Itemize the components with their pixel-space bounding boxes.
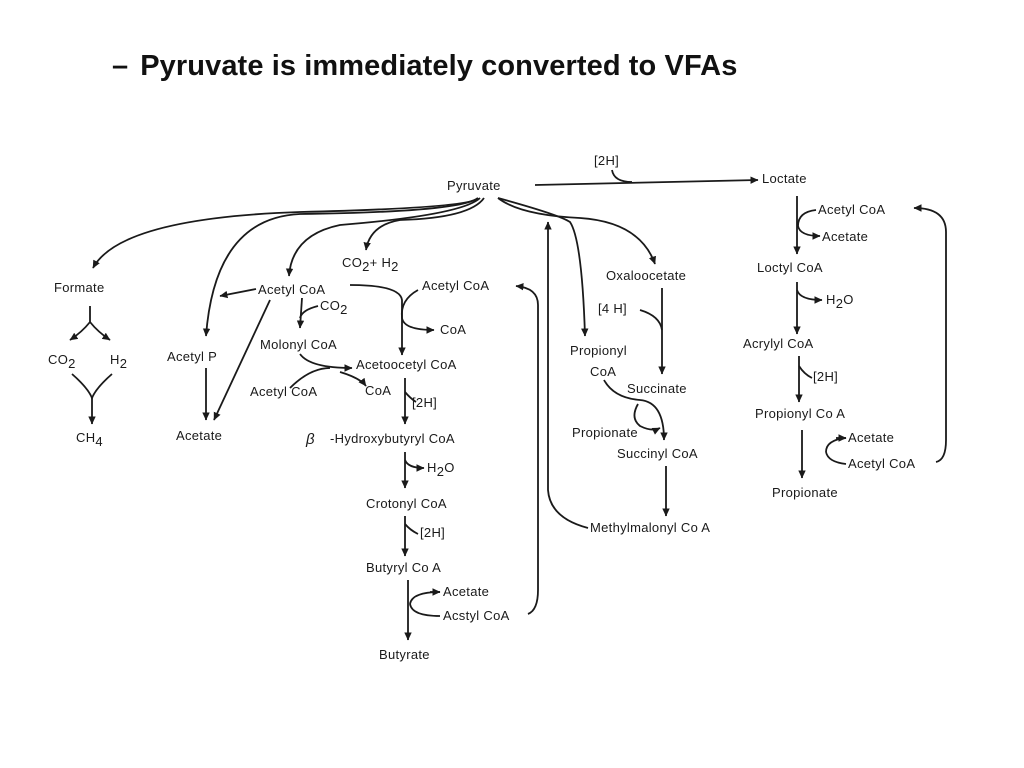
acetoacetyl-coa-label: Acetoocetyl CoA <box>356 357 457 372</box>
arrow-formate-split-right <box>89 321 111 341</box>
arrow-pyruvate-to-co2-h2 <box>363 197 485 251</box>
malonyl-coa-label: Molonyl CoA <box>260 337 337 352</box>
arrow-acetyl-coa-to-malonyl <box>296 297 305 329</box>
arrow-acetyl-coa-butyrate-out <box>409 603 441 617</box>
pyruvate-label: Pyruvate <box>447 178 501 193</box>
coa-1-label: CoA <box>365 383 391 398</box>
arrow-acetate-right-bottom-in <box>825 437 847 453</box>
arrow-pyruvate-to-lactate <box>534 176 759 186</box>
acetyl-coa-right-bottom-label: Acetyl CoA <box>848 456 915 471</box>
arrow-two-h-top-curve <box>611 169 633 183</box>
arrow-acetoacetyl-release-coa <box>339 371 367 387</box>
title-dash: – <box>112 50 129 82</box>
arrow-formate-split-left <box>69 306 91 341</box>
arrow-acetyl-coa-right-bottom-out <box>825 451 847 465</box>
succinate-label: Succinate <box>627 381 687 396</box>
arrow-propionate-mid-out <box>633 403 661 435</box>
acetate-butyrate-label: Acetate <box>443 584 489 599</box>
propionyl-coa-right-label: Propionyl Co A <box>755 406 845 421</box>
oxaloacetate-label: Oxaloocetate <box>606 268 686 283</box>
acetate-left-label: Acetate <box>176 428 222 443</box>
lactate-label: Loctate <box>762 171 807 186</box>
ch4-label: CH4 <box>76 430 103 449</box>
propionyl-coa-a-label: Propionyl <box>570 343 627 358</box>
slide-title: –Pyruvate is immediately converted to VF… <box>112 50 737 83</box>
acetyl-coa-1-label: Acetyl CoA <box>258 282 325 297</box>
acetyl-p-label: Acetyl P <box>167 349 217 364</box>
h2o-right-label: H2O <box>826 292 854 311</box>
arrow-malonyl-to-acetoacetyl <box>299 353 353 372</box>
arrow-pyruvate-to-acetyl-coa <box>285 197 481 277</box>
co2-formate-label: CO2 <box>48 352 76 371</box>
hydroxybutyryl-coa-label: -Hydroxybutyryl CoA <box>330 431 455 446</box>
acetate-right-bottom-label: Acetate <box>848 430 894 445</box>
acrylyl-coa-label: Acrylyl CoA <box>743 336 814 351</box>
propionate-mid-label: Propionate <box>572 425 638 440</box>
acetyl-coa-3-label: Acetyl CoA <box>422 278 489 293</box>
arrow-coa-2-out <box>401 317 435 334</box>
crotonyl-coa-label: Crotonyl CoA <box>366 496 447 511</box>
arrow-co2-into-malonyl <box>299 305 319 319</box>
arrow-formate-merge <box>71 373 113 401</box>
acetyl-coa-butyrate-label: Acstyl CoA <box>443 608 510 623</box>
h2o-butyrate-label: H2O <box>427 460 455 479</box>
propionate-right-label: Propionate <box>772 485 838 500</box>
two-h-butyrate-2-label: [2H] <box>420 525 445 540</box>
arrow-two-h-right-curve <box>798 365 813 379</box>
succinyl-coa-label: Succinyl CoA <box>617 446 698 461</box>
h2-formate-label: H2 <box>110 352 127 371</box>
beta-label: β <box>305 431 315 448</box>
arrow-pyruvate-to-oxaloacetate <box>497 197 656 265</box>
arrow-h2o-right-out <box>796 289 823 304</box>
title-text: Pyruvate is immediately converted to VFA… <box>140 50 738 82</box>
butyrate-label: Butyrate <box>379 647 430 662</box>
arrow-propionyl-coa-to-propionate <box>603 379 668 441</box>
arrow-acetyl-coa-right-top-in <box>797 209 817 227</box>
co2-h2-label: CO2+ H2 <box>342 255 399 274</box>
arrow-two-h-butyrate-2-curve <box>404 523 419 535</box>
methylmalonyl-coa-label: Methylmalonyl Co A <box>590 520 710 535</box>
arrow-acetyl-coa-to-acetate <box>213 299 271 421</box>
two-h-top-label: [2H] <box>594 153 619 168</box>
four-h-label: [4 H] <box>598 301 627 316</box>
two-h-right-label: [2H] <box>813 369 838 384</box>
arrow-acetate-right-top-out <box>797 225 821 240</box>
arrow-acetyl-coa-to-acetyl-p <box>219 288 257 299</box>
lactyl-coa-label: Loctyl CoA <box>757 260 823 275</box>
arrow-acetyl-coa-recycle-right <box>913 204 947 463</box>
arrow-acetyl-coa-recycle-butyrate <box>515 282 539 615</box>
acetate-right-top-label: Acetate <box>822 229 868 244</box>
arrow-h2o-butyrate-out <box>404 459 425 472</box>
arrow-acetate-butyrate-in <box>409 591 441 605</box>
acetyl-coa-right-top-label: Acetyl CoA <box>818 202 885 217</box>
formate-label: Formate <box>54 280 105 295</box>
coa-2-label: CoA <box>440 322 466 337</box>
two-h-butyrate-1-label: [2H] <box>412 395 437 410</box>
arrow-pyruvate-to-acetyl-p <box>202 197 479 337</box>
co2-malonyl-label: CO2 <box>320 298 348 317</box>
arrow-two-h-butyrate-1-curve <box>404 391 417 403</box>
arrow-acetyl-coa-3-in <box>400 289 419 319</box>
butyryl-coa-label: Butyryl Co A <box>366 560 441 575</box>
arrow-four-h-curve <box>639 309 663 331</box>
arrow-acetyl-coa-2-into <box>289 367 331 389</box>
arrow-acetyl-coa-1-to-acetoacetyl <box>349 284 406 356</box>
acetyl-coa-2-label: Acetyl CoA <box>250 384 317 399</box>
arrow-pyruvate-to-propionyl-coa <box>497 197 589 337</box>
propionyl-coa-b-label: CoA <box>590 364 616 379</box>
arrow-methylmalonyl-recycle <box>544 221 589 529</box>
arrow-pyruvate-to-formate <box>92 197 479 269</box>
